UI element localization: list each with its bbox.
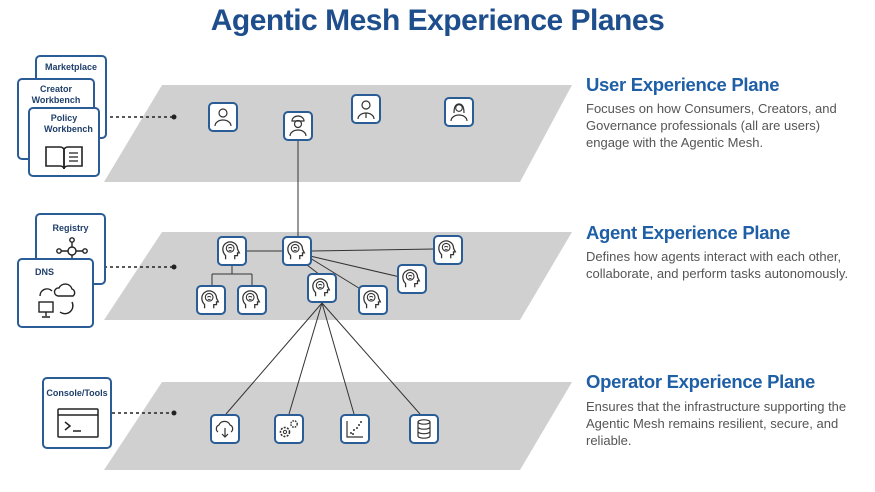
scatter-chart-icon[interactable] — [340, 414, 370, 444]
agent-brain-icon[interactable] — [196, 285, 226, 315]
dns-card[interactable]: DNS — [17, 258, 94, 328]
agent-brain-icon[interactable] — [358, 285, 388, 315]
book-icon — [45, 146, 83, 170]
cloud-download-icon[interactable] — [210, 414, 240, 444]
agent-brain-icon[interactable] — [237, 285, 267, 315]
policy-workbench-card[interactable]: Policy Workbench — [28, 107, 100, 177]
agent-brain-icon[interactable] — [217, 236, 247, 266]
creator-workbench-label: Creator Workbench — [31, 84, 81, 105]
user-plane-description: Focuses on how Consumers, Creators, and … — [586, 101, 837, 150]
dotted-connectors — [104, 114, 177, 416]
agent-brain-icon[interactable] — [397, 264, 427, 294]
terminal-icon — [57, 408, 99, 438]
console-tools-card[interactable]: Console/Tools — [42, 377, 112, 449]
console-tools-label: Console/Tools — [46, 388, 108, 398]
worker-icon[interactable] — [283, 111, 313, 141]
woman-user-icon[interactable] — [444, 97, 474, 127]
agent-brain-icon[interactable] — [282, 236, 312, 266]
page-title: Agentic Mesh Experience Planes — [210, 4, 665, 37]
businessman-icon[interactable] — [351, 94, 381, 124]
agent-brain-icon[interactable] — [433, 235, 463, 265]
user-experience-plane — [104, 85, 572, 182]
dns-label: DNS — [35, 267, 55, 277]
user-plane-title: User Experience Plane — [586, 74, 780, 95]
cloud-computer-icon — [38, 283, 76, 318]
marketplace-label: Marketplace — [44, 62, 98, 72]
database-icon[interactable] — [409, 414, 439, 444]
agent-plane-description: Defines how agents interact with each ot… — [586, 249, 849, 281]
agent-plane-title: Agent Experience Plane — [586, 222, 791, 243]
agent-brain-icon[interactable] — [307, 273, 337, 303]
operator-plane-title: Operator Experience Plane — [586, 371, 815, 392]
registry-label: Registry — [52, 223, 89, 233]
user-icon[interactable] — [208, 102, 238, 132]
gears-icon[interactable] — [274, 414, 304, 444]
operator-plane-description: Ensures that the infrastructure supporti… — [586, 399, 847, 448]
agent-experience-plane — [104, 232, 572, 320]
operator-experience-plane — [104, 382, 572, 470]
network-icon — [56, 237, 88, 265]
policy-workbench-label: Policy Workbench — [44, 113, 93, 134]
